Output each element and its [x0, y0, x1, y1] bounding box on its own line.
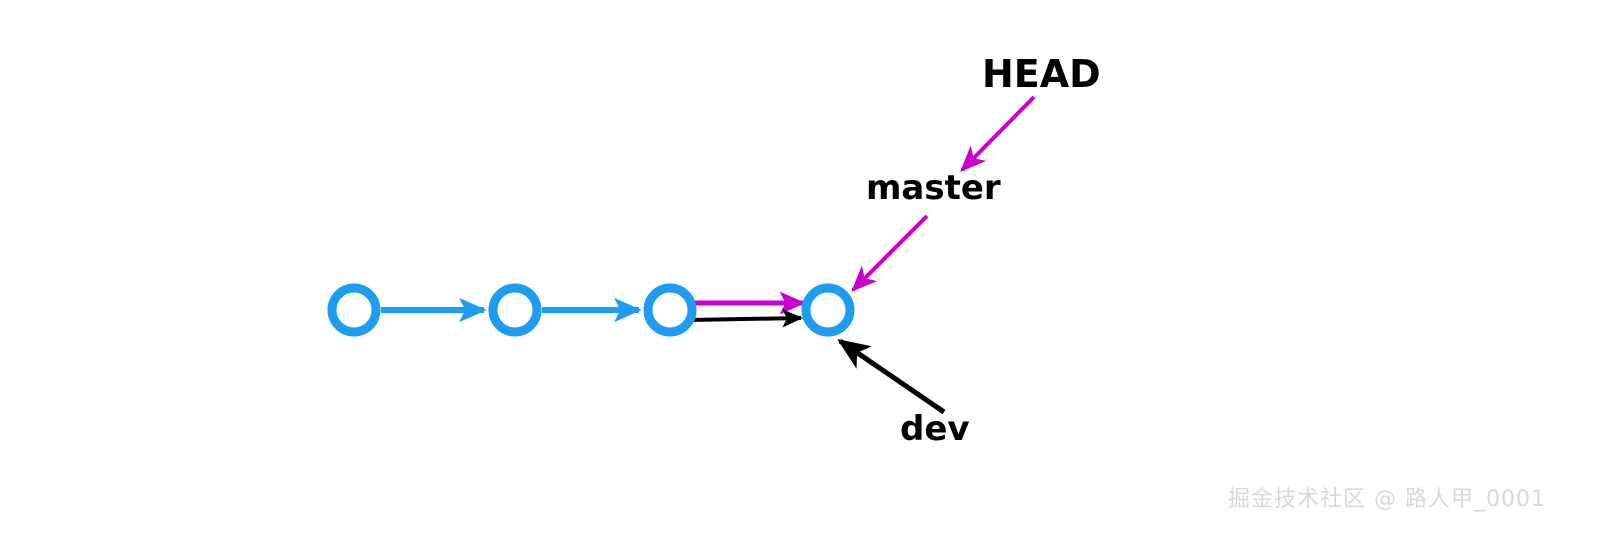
commit-edge-c3-c4-dev [689, 309, 804, 328]
commit-node-c1[interactable] [327, 283, 381, 337]
commit-node-c2[interactable] [488, 283, 542, 337]
master-to-commit-arrow [851, 214, 929, 292]
head-label: HEAD [982, 52, 1101, 96]
dev-label: dev [900, 409, 970, 449]
commit-node-c4[interactable] [801, 283, 855, 337]
watermark: 掘金技术社区 @ 路人甲_0001 [1228, 487, 1546, 512]
commit-node-c3[interactable] [643, 283, 697, 337]
master-label: master [866, 168, 1001, 208]
head-to-master-arrow [960, 95, 1036, 172]
dev-to-commit-arrow [837, 338, 946, 415]
